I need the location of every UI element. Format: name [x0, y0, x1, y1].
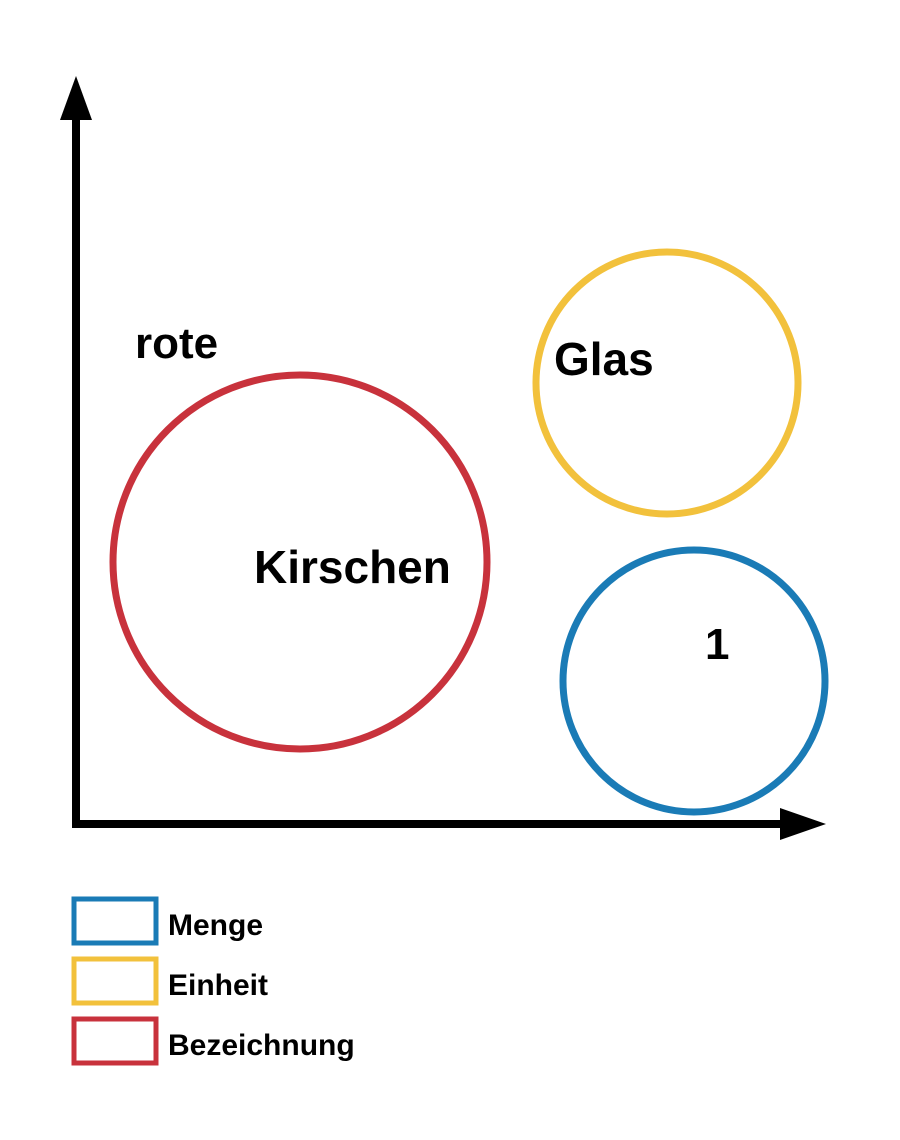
x-axis-arrowhead [780, 808, 826, 840]
einheit-circle [532, 248, 802, 518]
legend-swatch-bezeichnung [71, 1016, 159, 1066]
word-kirschen: Kirschen [254, 541, 451, 593]
legend-label-menge: Menge [168, 909, 263, 942]
legend: Menge Einheit Bezeichnung [71, 896, 355, 1066]
legend-item-einheit: Einheit [71, 956, 268, 1006]
word-rote: rote [135, 319, 218, 368]
legend-item-bezeichnung: Bezeichnung [71, 1016, 355, 1066]
legend-label-einheit: Einheit [168, 969, 268, 1002]
bezeichnung-circle [109, 371, 491, 753]
menge-circle [559, 546, 829, 816]
word-one: 1 [705, 620, 729, 669]
legend-swatch-einheit [71, 956, 159, 1006]
legend-label-bezeichnung: Bezeichnung [168, 1029, 355, 1062]
axes [60, 76, 826, 840]
legend-item-menge: Menge [71, 896, 263, 946]
y-axis-arrowhead [60, 76, 92, 120]
legend-swatch-menge [71, 896, 159, 946]
word-glas: Glas [554, 333, 654, 385]
